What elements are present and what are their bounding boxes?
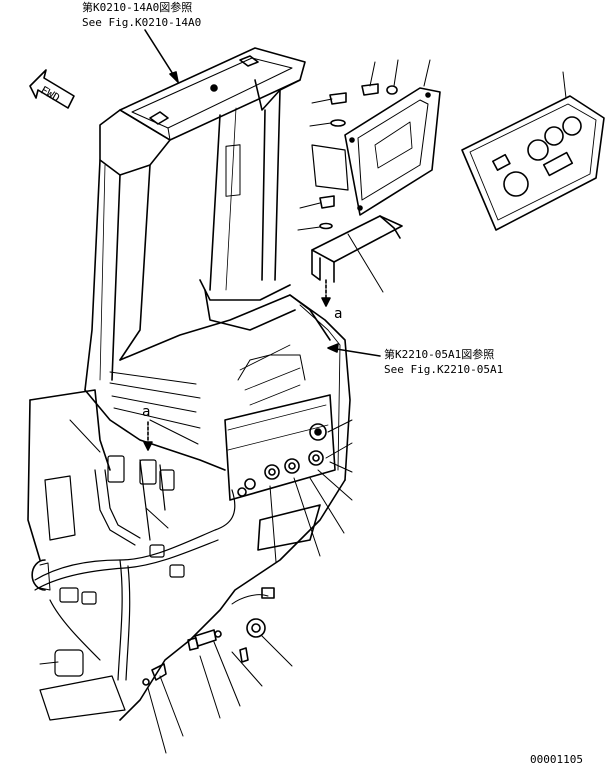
ref-top-japanese: 第K0210-14A0図参照 [82,0,192,14]
detail-a-upper-arrowhead [321,297,331,307]
lower-fasteners [142,587,275,686]
fwd-arrow-icon: FWD [29,69,75,109]
detail-a-upper-label: a [334,306,342,322]
ref-side-arrowhead [327,343,339,353]
ref-side-japanese: 第K2210-05A1図参照 [384,347,494,361]
ref-side-english: See Fig.K2210-05A1 [384,363,503,376]
ref-side-leader [329,347,381,357]
detail-a-lower-arrowhead [143,441,153,451]
detail-a-lower-label: a [142,404,150,420]
control-panel [224,344,336,551]
drawing-number: 00001105 [530,753,583,766]
ref-top-english: See Fig.K0210-14A0 [82,16,201,29]
ref-top-arrowhead [169,71,179,83]
upper-right-parts: a [311,83,605,322]
leader-lines [39,59,567,754]
wiring-harness [31,455,236,721]
console-column [27,47,351,721]
